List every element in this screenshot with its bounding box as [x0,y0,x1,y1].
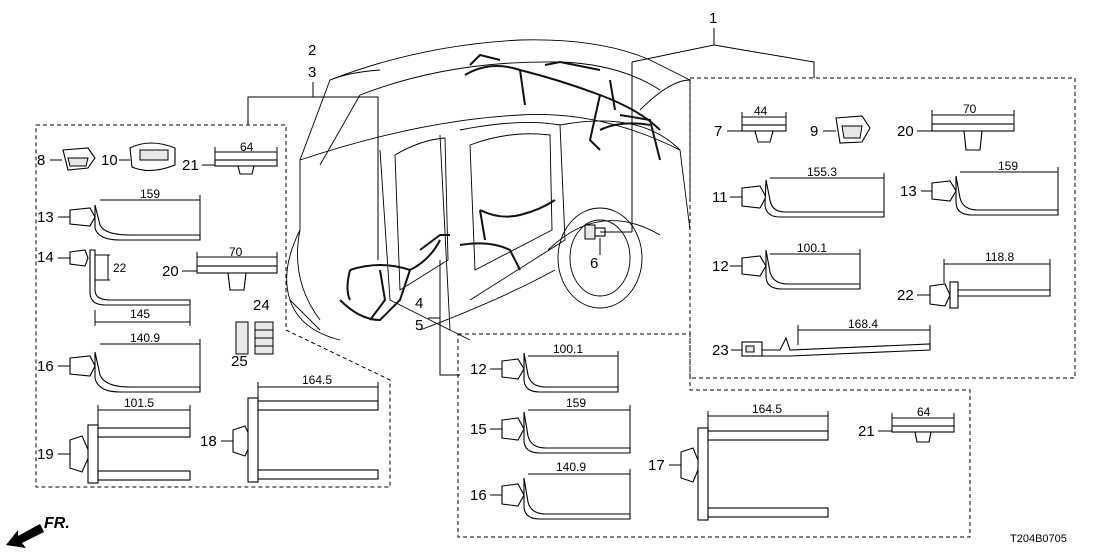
dim-20-right: 70 [963,102,977,116]
right-panel-parts: 7 44 9 20 70 11 155.3 13 [712,102,1059,359]
callout-12-right: 12 [712,258,729,275]
wire-harness-routes [339,53,661,322]
callout-25: 25 [231,353,248,370]
callout-20-right: 20 [897,123,914,140]
dim-19: 101.5 [124,396,154,410]
diagram-code: T204B0705 [1010,533,1067,545]
dim-15: 159 [566,396,586,410]
dim-14-h: 145 [130,307,150,321]
callout-8: 8 [37,152,45,169]
bottom-panel-parts: 12 100.1 15 159 16 140.9 17 164.5 [470,342,955,521]
callout-13-left: 13 [37,209,54,226]
callout-4: 4 [415,295,423,312]
dim-17: 164.5 [752,402,782,416]
dim-21-bottom: 64 [917,405,931,419]
callout-20-left: 20 [162,263,179,280]
callout-14: 14 [37,249,54,266]
callout-1: 1 [709,10,717,27]
dim-13-right: 159 [998,159,1018,173]
callout-16-bottom: 16 [470,487,487,504]
callout-19: 19 [37,446,54,463]
callout-5: 5 [415,317,423,334]
callout-18: 18 [200,433,217,450]
right-panel-border [689,77,1076,379]
callout-10: 10 [101,152,118,169]
dim-13-left: 159 [140,187,160,201]
group-headers: 1 2 3 4 5 [247,10,815,376]
callout-24: 24 [253,297,270,314]
front-arrow-icon [6,524,44,548]
vehicle-outline [286,39,691,341]
dim-18: 164.5 [302,373,332,387]
dim-23: 168.4 [848,317,878,331]
callout-15: 15 [470,421,487,438]
callout-3: 3 [308,64,316,81]
callout-22: 22 [897,287,914,304]
left-panel-parts: 8 10 21 64 13 159 14 22 [37,140,379,484]
callout-7: 7 [714,123,722,140]
front-direction-indicator: FR. [6,515,70,548]
callout-6: 6 [590,255,598,272]
dim-22: 118.8 [985,250,1014,264]
front-label: FR. [44,515,70,532]
dim-12-right: 100.1 [797,241,827,255]
dim-21-left: 64 [240,140,254,154]
bottom-panel-border [457,333,971,538]
dim-11: 155.3 [807,165,837,179]
dim-20-left: 70 [229,245,243,259]
left-panel-border [35,124,391,488]
part-6-bolt: 6 [584,62,633,272]
dim-16-left: 140.9 [130,331,160,345]
callout-17: 17 [648,457,665,474]
callout-2: 2 [308,42,316,59]
callout-9: 9 [810,123,818,140]
callout-23: 23 [712,342,729,359]
callout-11: 11 [712,189,728,206]
callout-12-bottom: 12 [470,361,487,378]
dim-16-bottom: 140.9 [556,460,586,474]
dim-7: 44 [754,104,768,118]
dim-12-bottom: 100.1 [553,342,583,356]
callout-13-right: 13 [900,183,917,200]
callout-21-bottom: 21 [858,423,875,440]
callout-16-left: 16 [37,358,54,375]
dim-14-v: 22 [113,261,127,275]
callout-21-left: 21 [182,157,199,174]
